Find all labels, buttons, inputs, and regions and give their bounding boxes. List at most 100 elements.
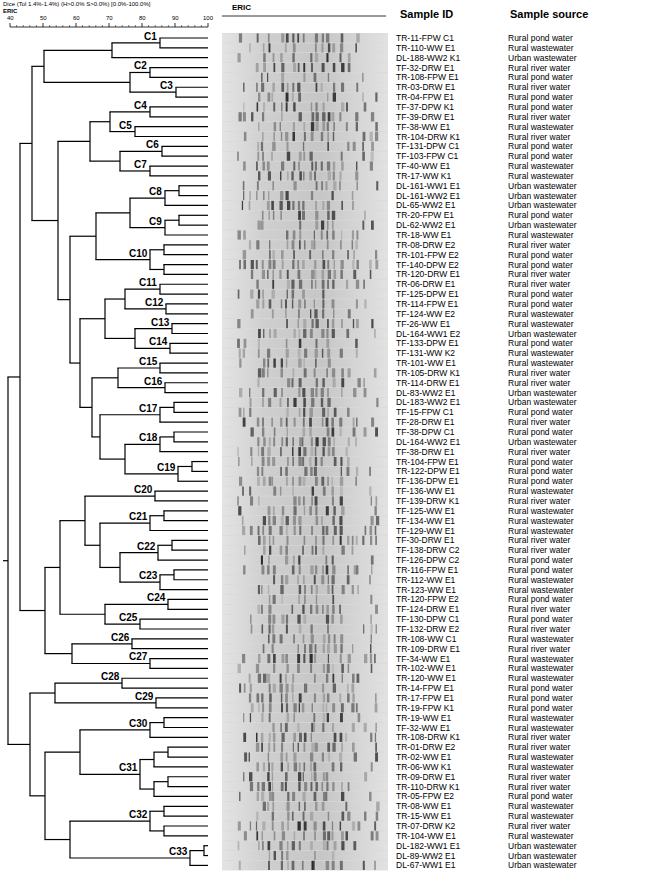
dendrogram-branch [43, 82, 130, 83]
gel-band [293, 752, 296, 761]
gel-band [357, 230, 359, 239]
dendrogram-branch [104, 338, 135, 339]
gel-band [314, 821, 317, 830]
gel-band [302, 861, 304, 870]
scale-number: 90 [172, 15, 179, 22]
gel-band [262, 624, 264, 633]
gel-band [302, 457, 304, 466]
sample-id: DL-67-WW1 E1 [396, 860, 456, 870]
gel-band [268, 506, 271, 515]
gel-lane [222, 713, 388, 722]
gel-band [341, 664, 344, 673]
gel-band [251, 112, 253, 121]
gel-band [256, 191, 257, 200]
gel-band [313, 240, 315, 249]
gel-band [347, 812, 350, 821]
dendrogram-branch [164, 190, 179, 191]
gel-band [287, 290, 288, 299]
gel-band [272, 644, 274, 653]
dendrogram-branch [149, 67, 208, 68]
gel-band [262, 821, 265, 830]
gel-band [262, 132, 263, 141]
gel-band [322, 408, 325, 417]
gel-band [326, 339, 329, 348]
sample-id: TR-19-FPW K1 [396, 703, 454, 713]
gel-band [299, 329, 301, 338]
gel-lane [222, 152, 388, 161]
gel-band [298, 388, 300, 397]
scale-minor-tick [49, 25, 50, 27]
cluster-label: C5 [118, 120, 133, 131]
gel-band [262, 782, 265, 791]
scale-number: 50 [40, 15, 47, 22]
gel-band [257, 467, 259, 476]
gel-band [375, 427, 378, 436]
dendrogram-branch [134, 126, 208, 127]
gel-band [250, 684, 252, 693]
gel-band [261, 142, 263, 151]
gel-band [332, 861, 335, 870]
sample-id: TF-129-WW E1 [396, 526, 455, 536]
gel-band [299, 171, 302, 180]
sample-source: Rural river water [508, 269, 570, 279]
gel-band [286, 358, 287, 367]
gel-band [314, 792, 317, 801]
gel-band [287, 378, 290, 387]
gel-lane [222, 260, 388, 269]
gel-band [332, 565, 335, 574]
gel-band [249, 388, 250, 397]
dendrogram-branch [119, 582, 160, 583]
gel-lane [222, 142, 388, 151]
gel-band [341, 152, 343, 161]
gel-band [280, 546, 283, 555]
gel-band [313, 270, 316, 279]
sample-source: Rural wastewater [508, 161, 574, 171]
gel-band [374, 821, 376, 830]
gel-band [285, 555, 288, 564]
gel-band [286, 703, 288, 712]
gel-band [311, 122, 314, 131]
gel-band [315, 211, 318, 220]
gel-lane [222, 319, 388, 328]
dendrogram-branch [155, 697, 208, 698]
gel-band [298, 349, 301, 358]
gel-band [309, 506, 312, 515]
gel-band [316, 112, 319, 121]
gel-band [268, 615, 271, 624]
gel-band [303, 615, 306, 624]
dendrogram-branch [178, 215, 208, 216]
gel-band [314, 467, 317, 476]
gel-lane [222, 841, 388, 850]
gel-band [287, 142, 289, 151]
dendrogram-branch [57, 141, 90, 142]
gel-band [242, 201, 243, 210]
gel-lane [222, 33, 388, 42]
sample-id: TR-04-FPW E1 [396, 92, 454, 102]
gel-band [356, 703, 358, 712]
dendrogram-branch [131, 648, 208, 649]
gel-band [323, 713, 325, 722]
gel-band [286, 93, 289, 102]
gel-band [371, 152, 374, 161]
gel-band [332, 221, 333, 230]
gel-band [293, 43, 296, 52]
gel-band [287, 802, 290, 811]
gel-band [341, 230, 342, 239]
gel-band [322, 565, 324, 574]
cluster-label: C21 [128, 511, 148, 522]
dendrogram-branch [159, 451, 208, 452]
sample-source: Rural wastewater [508, 309, 574, 319]
gel-band [271, 93, 273, 102]
gel-lane [222, 240, 388, 249]
gel-band [310, 467, 313, 476]
gel-band [263, 161, 265, 170]
gel-band [315, 457, 317, 466]
gel-band [311, 496, 313, 505]
gel-band [269, 703, 272, 712]
gel-lane [222, 555, 388, 564]
gel-band [258, 329, 261, 338]
gel-band [333, 181, 336, 190]
gel-band [286, 851, 289, 860]
gel-band [315, 201, 316, 210]
sample-id: TR-120-DRW E1 [396, 269, 460, 279]
